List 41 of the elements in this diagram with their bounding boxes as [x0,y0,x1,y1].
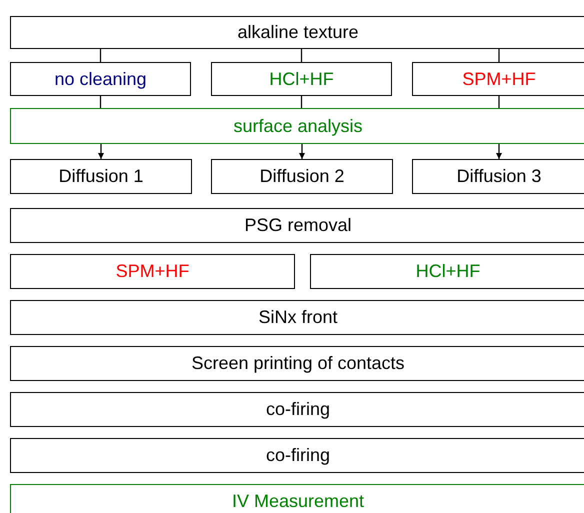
process-box [10,108,584,144]
process-box [10,392,584,427]
connector-line [498,96,500,108]
step-label: SPM+HF [116,261,190,282]
process-box [10,346,584,381]
process-box [211,62,392,96]
process-box [10,254,295,289]
step-label: no cleaning [54,68,147,90]
step-label: IV Measurement [232,491,364,512]
step-label: alkaline texture [237,22,359,43]
process-box [310,254,584,289]
step-label: SiNx front [258,307,338,328]
process-box [10,438,584,473]
step-label: PSG removal [244,215,352,236]
process-box [10,159,192,194]
connector-line [100,96,102,108]
arrow [299,144,305,159]
process-box [10,16,584,49]
step-label: HCl+HF [416,261,480,282]
process-box [412,62,584,96]
process-box [10,208,584,243]
step-label: SPM+HF [462,68,536,90]
process-box [10,484,584,513]
arrow [496,144,502,159]
step-label: HCl+HF [269,68,334,90]
step-label: co-firing [266,399,330,420]
step-label: Screen printing of contacts [191,353,405,374]
step-label: co-firing [266,445,330,466]
step-label: Diffusion 1 [58,166,144,187]
process-box [10,62,191,96]
connector-line [498,49,500,62]
step-label: surface analysis [233,116,363,136]
connector-line [300,49,302,62]
process-box [10,300,584,335]
connector-line [300,96,302,108]
arrow [98,144,104,159]
connector-line [100,49,102,62]
process-box [412,159,584,194]
step-label: Diffusion 3 [456,166,542,187]
step-label: Diffusion 2 [260,166,344,187]
process-box [211,159,393,194]
